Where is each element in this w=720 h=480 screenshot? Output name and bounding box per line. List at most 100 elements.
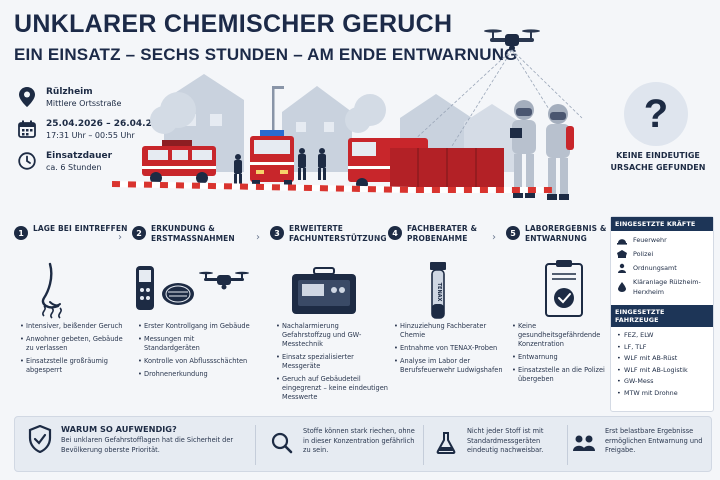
list-item: Keine gesundheitsgefährdende Konzentrati… (512, 322, 608, 349)
divider (255, 425, 256, 465)
steps-panel: 1 LAGE BEI EINTREFFEN Intensiver, beißen… (6, 224, 606, 414)
divider (423, 425, 424, 465)
vehicles-list: FEZ, ELW LF, TLF WLF mit AB-Rüst WLF mit… (611, 327, 713, 404)
point-3-text: Erst belastbare Ergebnisse ermöglichen E… (605, 427, 703, 454)
step-number: 2 (132, 226, 146, 240)
calendar-icon (16, 118, 38, 140)
list-item: Erster Kontrollgang im Gebäude (138, 322, 250, 331)
nose-smell-icon (41, 262, 62, 319)
chevron-right-icon: › (492, 232, 496, 243)
people-group-icon (571, 427, 597, 459)
forces-title: EINGESETZTE KRÄFTE (611, 217, 713, 231)
step-3-list: Nachalarmierung Gefahrstoffzug und GW-Me… (276, 322, 388, 406)
step-number: 1 (14, 226, 28, 240)
point-3: Erst belastbare Ergebnisse ermöglichen E… (571, 427, 707, 459)
page-title: UNKLARER CHEMISCHER GERUCH (14, 10, 453, 38)
step-title: LABORERGEBNIS & ENTWARNUNG (525, 224, 607, 243)
clipboard-check-icon (545, 260, 583, 317)
location-title: Rülzheim (46, 87, 93, 97)
clock-icon (16, 150, 38, 172)
question-mark-icon: ? (624, 82, 688, 146)
why-section: WARUM SO AUFWENDIG? Bei unklaren Gefahrst… (27, 423, 247, 455)
list-item: Kontrolle von Abflussschächten (138, 357, 250, 366)
force-label: Ordnungsamt (633, 264, 677, 272)
drone-scan-lines (411, 49, 583, 147)
list-item: FEZ, ELW (617, 331, 707, 340)
step-5: 5 LABORERGEBNIS & ENTWARNUNG Keine gesun… (506, 224, 624, 414)
scene-illustration (112, 29, 583, 200)
step-number: 4 (388, 226, 402, 240)
gas-detector-icon (136, 266, 154, 310)
resources-panel: EINGESETZTE KRÄFTE Feuerwehr Polizei Ord… (610, 216, 714, 412)
barrier-tape (112, 181, 552, 193)
measurement-tools-icon (136, 266, 249, 310)
force-label: Feuerwehr (633, 236, 667, 244)
sample-tube-icon: TENAX (430, 262, 446, 319)
list-item: Nachalarmierung Gefahrstoffzug und GW-Me… (276, 322, 388, 349)
list-item: WLF mit AB-Rüst (617, 354, 707, 363)
drone-small-icon (199, 271, 249, 290)
list-item: Einsatz spezialisierter Messgeräte (276, 353, 388, 371)
no-cause-line-2: URSACHE GEFUNDEN (610, 163, 706, 172)
step-1-list: Intensiver, beißender Geruch Anwohner ge… (20, 322, 132, 379)
list-item: MTW mit Drohne (617, 389, 707, 398)
point-1-text: Stoffe können stark riechen, ohne in die… (303, 427, 415, 454)
list-item: Messungen mit Standardgeräten (138, 335, 250, 353)
list-item: Geruch auf Gebäudeteil eingegrenzt – kei… (276, 375, 388, 402)
why-text: Bei unklaren Gefahrstofflagen hat die Si… (61, 436, 234, 454)
water-drop-icon (617, 282, 627, 292)
list-item: Feuerwehr (617, 235, 707, 245)
vehicles-title: EINGESETZTE FAHRZEUGE (611, 305, 713, 327)
measurement-case-icon (292, 267, 356, 314)
step-title: LAGE BEI EINTREFFEN (33, 224, 128, 233)
list-item: Ordnungsamt (617, 263, 707, 273)
fire-truck-1 (142, 140, 216, 184)
location-detail: Mittlere Ortsstraße (46, 99, 122, 108)
divider (567, 425, 568, 465)
firefighter-helmet-icon (617, 235, 627, 245)
duration-title: Einsatzdauer (46, 151, 113, 161)
list-item: WLF mit AB-Logistik (617, 366, 707, 375)
list-item: Drohnenerkundung (138, 370, 250, 379)
person-icon (617, 263, 627, 273)
list-item: Entnahme von TENAX-Proben (394, 344, 506, 353)
point-1: Stoffe können stark riechen, ohne in die… (269, 427, 419, 459)
list-item: Polizei (617, 249, 707, 259)
manhole-cover-icon (162, 283, 194, 305)
trees (150, 92, 386, 134)
list-item: Einsatzstelle großräumig abgesperrt (20, 357, 132, 375)
duration-detail: ca. 6 Stunden (46, 163, 102, 172)
point-2-text: Nicht jeder Stoff ist mit Standardmessge… (467, 427, 544, 454)
step-number: 3 (270, 226, 284, 240)
point-2: Nicht jeder Stoff ist mit Standardmessge… (433, 427, 563, 459)
chevron-right-icon: › (256, 232, 260, 243)
list-item: LF, TLF (617, 343, 707, 352)
why-title: WARUM SO AUFWENDIG? (61, 424, 177, 434)
chevron-right-icon: › (118, 232, 122, 243)
force-label: Kläranlage Rülzheim-Herxheim (633, 278, 701, 296)
chevron-right-icon: › (374, 232, 378, 243)
location-pin-icon (16, 86, 38, 108)
step-number: 5 (506, 226, 520, 240)
list-item: Hinzuziehung Fachberater Chemie (394, 322, 506, 340)
shield-check-icon (27, 423, 53, 455)
list-item: Intensiver, beißender Geruch (20, 322, 132, 331)
step-3: 3 ERWEITERTE FACHUNTERSTÜTZUNG Nachalarm… (270, 224, 388, 414)
flask-icon (433, 427, 459, 459)
list-item: Anwohner gebeten, Gebäude zu verlassen (20, 335, 132, 353)
tube-label: TENAX (436, 283, 442, 302)
list-item: Entwarnung (512, 353, 608, 362)
date-title: 25.04.2026 – 26.04.2026 (46, 119, 171, 129)
no-cause-text: KEINE EINDEUTIGE URSACHE GEFUNDEN (608, 150, 708, 174)
drone-icon (484, 29, 540, 51)
bottom-info-bar: WARUM SO AUFWENDIG? Bei unklaren Gefahrst… (14, 416, 712, 472)
privacy-screen (390, 148, 504, 188)
force-label: Polizei (633, 250, 654, 258)
step-2: 2 ERKUNDUNG & ERSTMASSNAHMEN (132, 224, 250, 414)
fire-truck-2 (250, 130, 294, 186)
list-item: Analyse im Labor der Berufsfeuerwehr Lud… (394, 357, 506, 375)
list-item: GW-Mess (617, 377, 707, 386)
step-4: 4 FACHBERATER & PROBENAHME TENAX Hinzuzi… (388, 224, 506, 414)
